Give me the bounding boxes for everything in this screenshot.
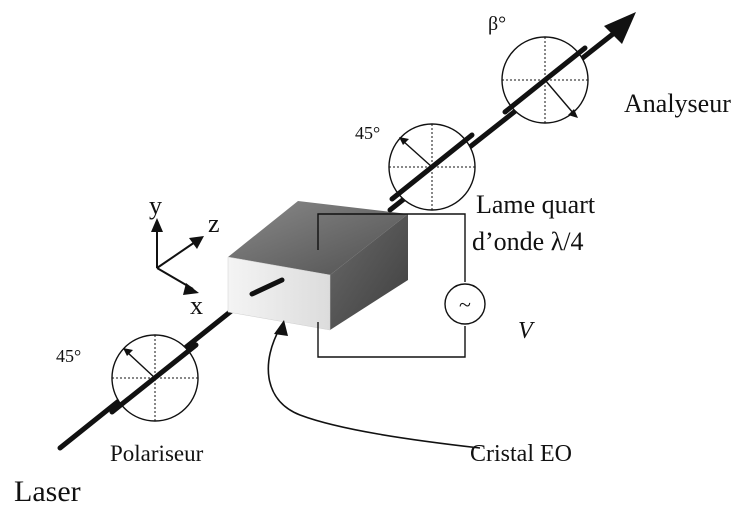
cristal-pointer-arrowhead xyxy=(274,320,288,336)
laser-beam-through-waveplate xyxy=(389,132,475,202)
crystal-side-face xyxy=(330,214,408,330)
polariseur-label: Polariseur xyxy=(110,441,204,466)
voltage-label: V xyxy=(518,318,535,344)
circuit-bottom-wire xyxy=(317,322,466,358)
axis-x-arrow xyxy=(183,283,199,295)
crystal-front-face xyxy=(227,256,331,331)
lame-angle: 45° xyxy=(355,123,380,143)
axis-y-arrow xyxy=(151,218,163,232)
analyseur-label: Analyseur xyxy=(624,89,731,118)
circuit xyxy=(317,213,466,358)
circuit-top-wire xyxy=(317,213,466,282)
axis-z-arrow xyxy=(189,236,204,249)
cristal-pointer-curve xyxy=(267,327,481,449)
laser-label: Laser xyxy=(14,475,81,508)
laser-beam-through-polarizer xyxy=(109,342,199,415)
axis-y-label: y xyxy=(149,191,162,220)
laser-beam-entry xyxy=(249,277,285,297)
beam-arrow-head xyxy=(604,12,636,44)
analyseur-angle: β° xyxy=(488,13,506,35)
laser-beam-through-analyzer xyxy=(502,45,588,115)
axis-x-label: x xyxy=(190,291,203,320)
polariseur-angle: 45° xyxy=(56,346,81,366)
ac-voltage-source-icon: ~ xyxy=(444,283,486,325)
axes-icon xyxy=(156,224,199,290)
cristal-label: Cristal EO xyxy=(470,441,572,467)
axis-z-label: z xyxy=(208,209,220,238)
source-symbol: ~ xyxy=(459,292,471,317)
lame-label-line2: d’onde λ/4 xyxy=(472,227,584,256)
lame-label-line1: Lame quart xyxy=(476,190,596,219)
